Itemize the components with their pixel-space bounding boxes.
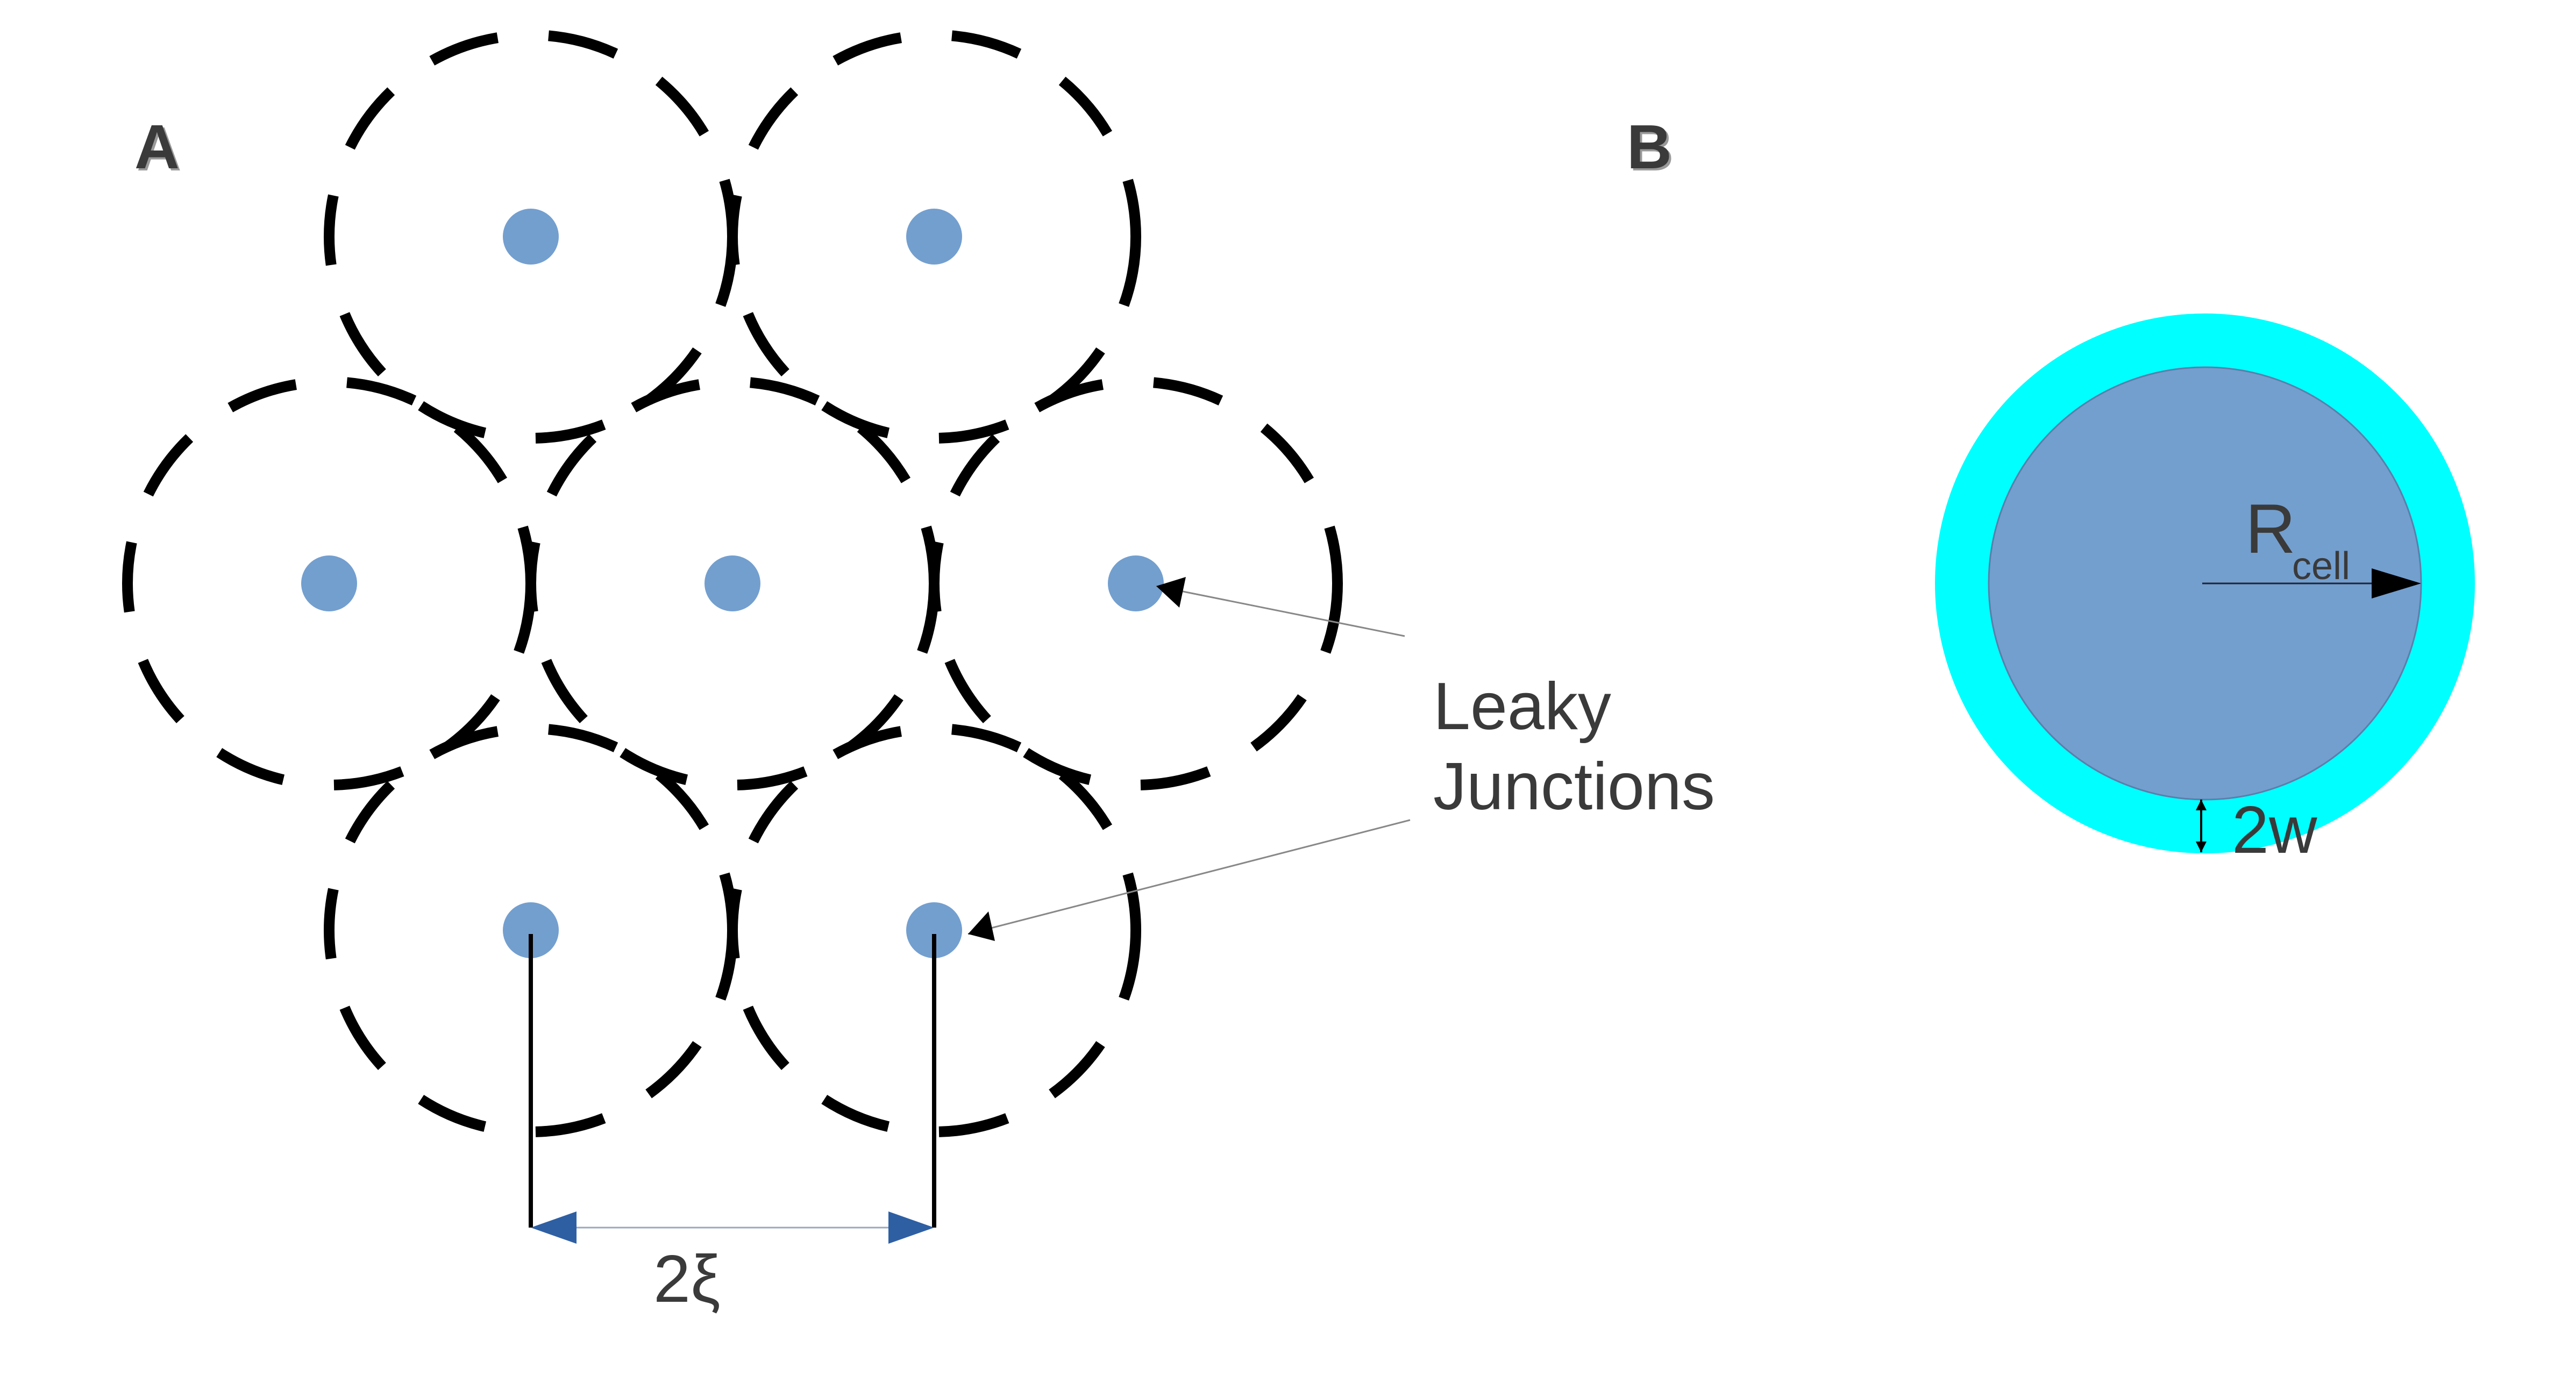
dimension-arrow-left <box>531 1211 577 1244</box>
membrane-width-label: 2w <box>2232 793 2317 867</box>
cell-nucleus <box>705 555 760 611</box>
dimension-arrow-right <box>888 1211 934 1244</box>
width-arrow-up <box>2196 800 2207 810</box>
junction-arrow-line-upper <box>1156 585 1405 637</box>
leaky-junction-arrows <box>967 577 1411 941</box>
cell-outline <box>727 723 1141 1137</box>
spacing-dimension <box>529 934 936 1244</box>
cell-nucleus <box>906 902 962 958</box>
junction-arrow-line-lower <box>967 819 1411 935</box>
leaky-junctions-line-1: Leaky <box>1433 669 1611 744</box>
cell-nucleus <box>301 555 357 611</box>
cell-nucleus <box>1108 555 1164 611</box>
single-cell <box>1935 313 2475 853</box>
width-arrow-down <box>2196 842 2207 852</box>
panel-label-a: A <box>134 112 180 182</box>
spacing-label: 2ξ <box>653 1242 721 1316</box>
leaky-junctions-line-2: Junctions <box>1433 749 1715 824</box>
cell-nucleus <box>503 209 559 265</box>
junction-arrow-head-lower <box>968 911 995 941</box>
panel-label-b: B <box>1627 112 1672 182</box>
radius-label: R <box>2245 489 2296 568</box>
cell-outline <box>929 376 1343 790</box>
junction-arrow-head-upper <box>1156 577 1186 608</box>
leaky-junctions-label: Leaky Junctions <box>1433 667 1715 827</box>
radius-subscript: cell <box>2292 545 2351 588</box>
cell-outline <box>727 30 1141 444</box>
radius-arrow-head <box>2372 568 2421 598</box>
cell-nucleus <box>503 902 559 958</box>
cell-lattice <box>122 30 1343 1137</box>
cell-nucleus <box>906 209 962 265</box>
